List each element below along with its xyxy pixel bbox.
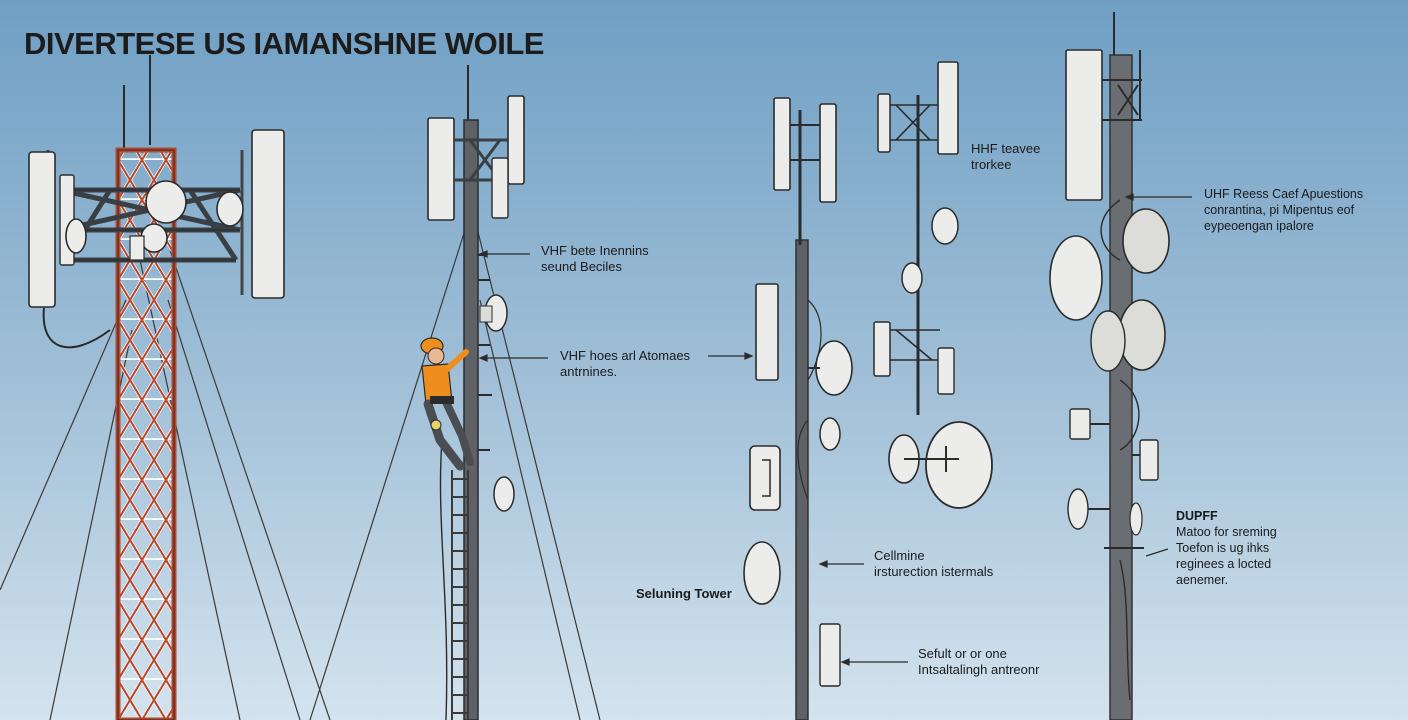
center-pole-tower <box>743 97 853 720</box>
tower-worker <box>420 337 474 471</box>
lattice-tower <box>28 55 285 720</box>
monopole-tower <box>1049 12 1170 720</box>
label-seluning-tower: Seluning Tower <box>636 586 732 601</box>
floating-mast <box>873 61 993 509</box>
label-vhf-hoes: VHF hoes arl Atomaes antrnines. <box>560 348 691 379</box>
label-sefult: Sefult or or one Intsaltalingh antreonr <box>918 646 1040 677</box>
label-hhf: HHF teavee trorkee <box>971 141 1041 172</box>
label-cellmine: Cellmine irsturection istermals <box>874 548 994 579</box>
label-vhf-bete: VHF bete Inennins seund Beciles <box>541 243 649 274</box>
leader-arrows <box>478 193 1192 666</box>
label-uhf: UHF Reess Caef Apuestions conrantina, pi… <box>1204 187 1364 233</box>
diagram-title: DIVERTESE US IAMANSHNE WOILE <box>24 26 544 61</box>
label-dupff: DUPFF Matoo for sreming Toefon is ug ihk… <box>1176 509 1277 587</box>
